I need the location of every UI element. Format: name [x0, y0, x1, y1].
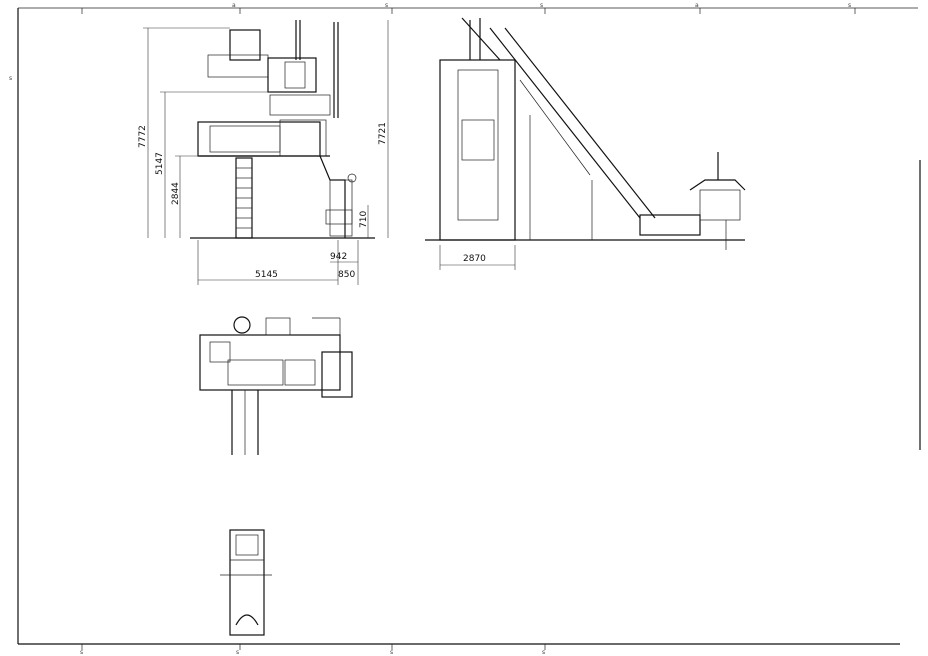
dimension-label: 2844 — [171, 182, 181, 205]
dimension-label: 942 — [330, 252, 347, 262]
front-elevation-view: 7772 5147 2844 7721 710 942 5145 850 — [138, 20, 389, 285]
dimension-label: 7721 — [378, 122, 388, 145]
frame-tick-label: s — [80, 649, 83, 656]
frame-tick-label: s — [542, 649, 545, 656]
frame-tick-label: s — [390, 649, 393, 656]
side-elevation-view: 2870 — [425, 17, 746, 270]
dimension-label: 7772 — [138, 125, 148, 148]
drawing-frame: a s s a s s s s s s — [9, 2, 921, 656]
frame-tick-label: a — [232, 2, 236, 9]
frame-tick-label: s — [9, 75, 12, 82]
dimension-label: 2870 — [463, 254, 486, 264]
dimension-label: 5145 — [255, 270, 278, 280]
frame-tick-label: s — [848, 2, 851, 9]
dimension-label: 5147 — [155, 152, 165, 175]
frame-tick-label: s — [540, 2, 543, 9]
dimension-label: 850 — [338, 270, 355, 280]
frame-tick-label: a — [695, 2, 699, 9]
detail-view — [220, 529, 272, 636]
dimension-label: 710 — [359, 211, 369, 228]
frame-tick-label: s — [385, 2, 388, 9]
plan-view — [199, 316, 353, 455]
frame-tick-label: s — [236, 649, 239, 656]
